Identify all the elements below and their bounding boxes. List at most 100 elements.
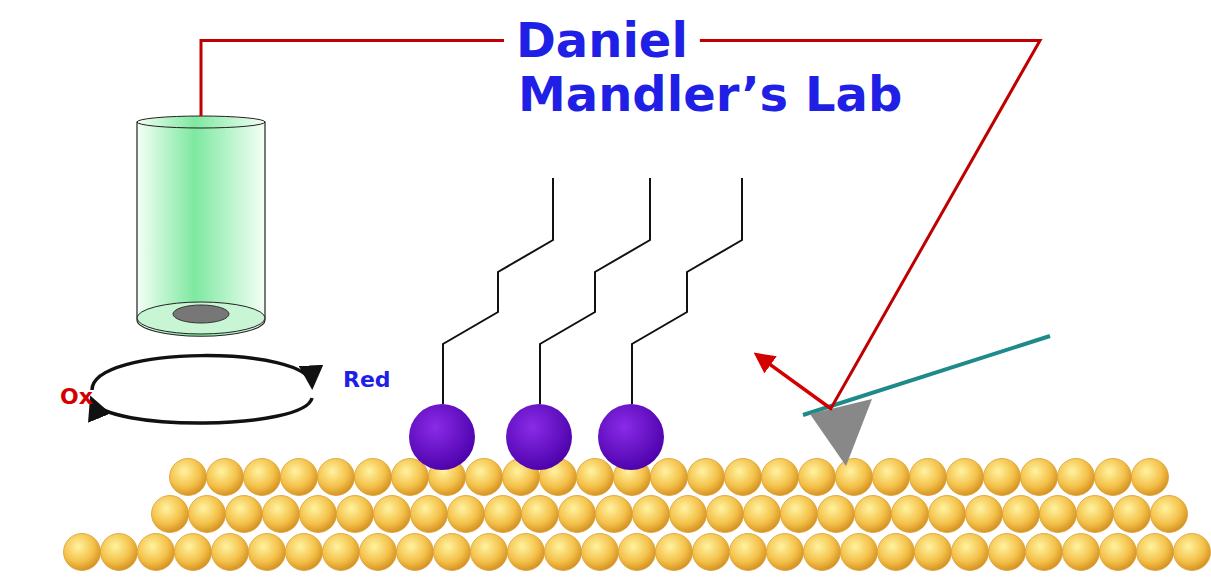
gold-atom	[374, 496, 411, 533]
gold-atom	[878, 534, 915, 571]
gold-atom	[263, 496, 300, 533]
gold-atom	[397, 534, 434, 571]
gold-atom	[582, 534, 619, 571]
gold-atom	[984, 459, 1021, 496]
gold-atom	[508, 534, 545, 571]
gold-atom	[762, 459, 799, 496]
gold-atom	[392, 459, 429, 496]
gold-atom	[1137, 534, 1174, 571]
redox-cycle	[92, 356, 312, 423]
gold-atom	[688, 459, 725, 496]
gold-atom	[952, 534, 989, 571]
redox-label: Red	[343, 368, 391, 392]
gold-atom	[1114, 496, 1151, 533]
gold-atom	[323, 534, 360, 571]
gold-atom	[448, 496, 485, 533]
gold-atom	[101, 534, 138, 571]
gold-atom	[915, 534, 952, 571]
gold-atom	[286, 534, 323, 571]
gold-atom	[619, 534, 656, 571]
gold-atom	[1063, 534, 1100, 571]
gold-atom	[1151, 496, 1188, 533]
gold-atom	[892, 496, 929, 533]
alkyl-chains	[443, 178, 742, 404]
gold-surface	[64, 459, 1211, 571]
gold-atom	[189, 496, 226, 533]
alkyl-chain	[632, 178, 742, 404]
head-group	[506, 404, 572, 470]
lab-title: Mandler’s Lab	[518, 68, 902, 121]
electrode	[137, 116, 265, 336]
gold-atom	[281, 459, 318, 496]
gold-atom	[471, 534, 508, 571]
gold-atom	[411, 496, 448, 533]
leader-lines	[201, 40, 1040, 410]
gold-atom	[300, 496, 337, 533]
gold-atom	[966, 496, 1003, 533]
gold-atom	[1132, 459, 1169, 496]
gold-atom	[693, 534, 730, 571]
gold-atom	[855, 496, 892, 533]
alkyl-chain	[540, 178, 650, 404]
gold-atom	[244, 459, 281, 496]
gold-atom	[207, 459, 244, 496]
gold-atom	[1003, 496, 1040, 533]
gold-atom	[633, 496, 670, 533]
gold-atom	[212, 534, 249, 571]
gold-atom	[1026, 534, 1063, 571]
gold-atom	[656, 534, 693, 571]
gold-atom	[434, 534, 471, 571]
gold-atom	[355, 459, 392, 496]
redox-label: Ox	[60, 385, 93, 409]
gold-atom	[138, 534, 175, 571]
gold-atom	[1100, 534, 1137, 571]
gold-atom	[873, 459, 910, 496]
gold-atom	[337, 496, 374, 533]
gold-atom	[485, 496, 522, 533]
gold-atom	[910, 459, 947, 496]
gold-atom	[707, 496, 744, 533]
gold-atom	[249, 534, 286, 571]
gold-atom	[1058, 459, 1095, 496]
head-group	[598, 404, 664, 470]
alkyl-chain	[443, 178, 553, 404]
gold-atom	[929, 496, 966, 533]
head-groups	[409, 404, 664, 470]
gold-atom	[1095, 459, 1132, 496]
gold-atom	[947, 459, 984, 496]
gold-atom	[152, 496, 189, 533]
afm-tip	[757, 336, 1050, 466]
head-group	[409, 404, 475, 470]
gold-atom	[1021, 459, 1058, 496]
gold-atom	[226, 496, 263, 533]
gold-atom	[818, 496, 855, 533]
lab-title: Daniel	[516, 14, 688, 67]
gold-atom	[651, 459, 688, 496]
gold-atom	[596, 496, 633, 533]
gold-atom	[545, 534, 582, 571]
gold-atom	[318, 459, 355, 496]
gold-atom	[360, 534, 397, 571]
gold-atom	[725, 459, 762, 496]
gold-atom	[466, 459, 503, 496]
gold-atom	[670, 496, 707, 533]
gold-atom	[799, 459, 836, 496]
gold-atom	[836, 459, 873, 496]
gold-atom	[170, 459, 207, 496]
gold-atom	[577, 459, 614, 496]
gold-atom	[1174, 534, 1211, 571]
gold-atom	[64, 534, 101, 571]
gold-atom	[804, 534, 841, 571]
gold-atom	[1040, 496, 1077, 533]
gold-atom	[175, 534, 212, 571]
gold-atom	[730, 534, 767, 571]
gold-atom	[767, 534, 804, 571]
gold-atom	[989, 534, 1026, 571]
gold-atom	[841, 534, 878, 571]
gold-atom	[744, 496, 781, 533]
gold-atom	[1077, 496, 1114, 533]
gold-atom	[559, 496, 596, 533]
gold-atom	[522, 496, 559, 533]
gold-atom	[781, 496, 818, 533]
